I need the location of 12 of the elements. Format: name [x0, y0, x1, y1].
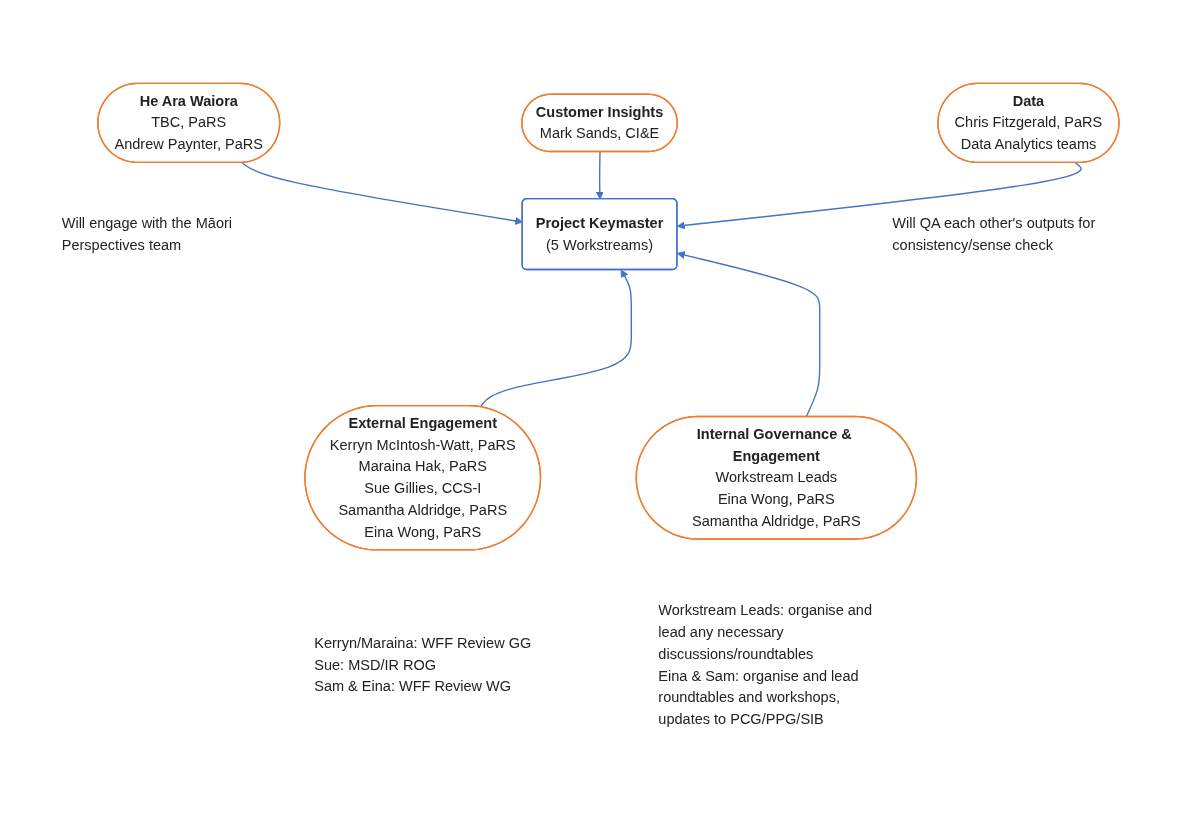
arrow — [241, 161, 523, 225]
node-label: Sue: MSD/IR ROG — [314, 656, 437, 673]
node-label: Will QA each other's outputs for consistency/sense check — [892, 214, 1096, 252]
arrow — [595, 150, 604, 200]
arrow — [677, 161, 1082, 230]
node-label: Kerryn/Maraina: WFF Review GG — [314, 634, 532, 651]
node-label: Eina & Sam: organise and lead roundtables and workshops, updates to PCG/PPG/SIB — [658, 667, 859, 727]
arrow — [479, 269, 632, 408]
arrow — [677, 250, 821, 418]
node-label: Workstream Leads: organise and lead any necessary discussions/roundtables — [658, 602, 872, 662]
node-label: Will engage with the Māori Perspectives team — [61, 214, 233, 252]
node-label: Sam & Eina: WFF Review WG — [314, 678, 512, 694]
